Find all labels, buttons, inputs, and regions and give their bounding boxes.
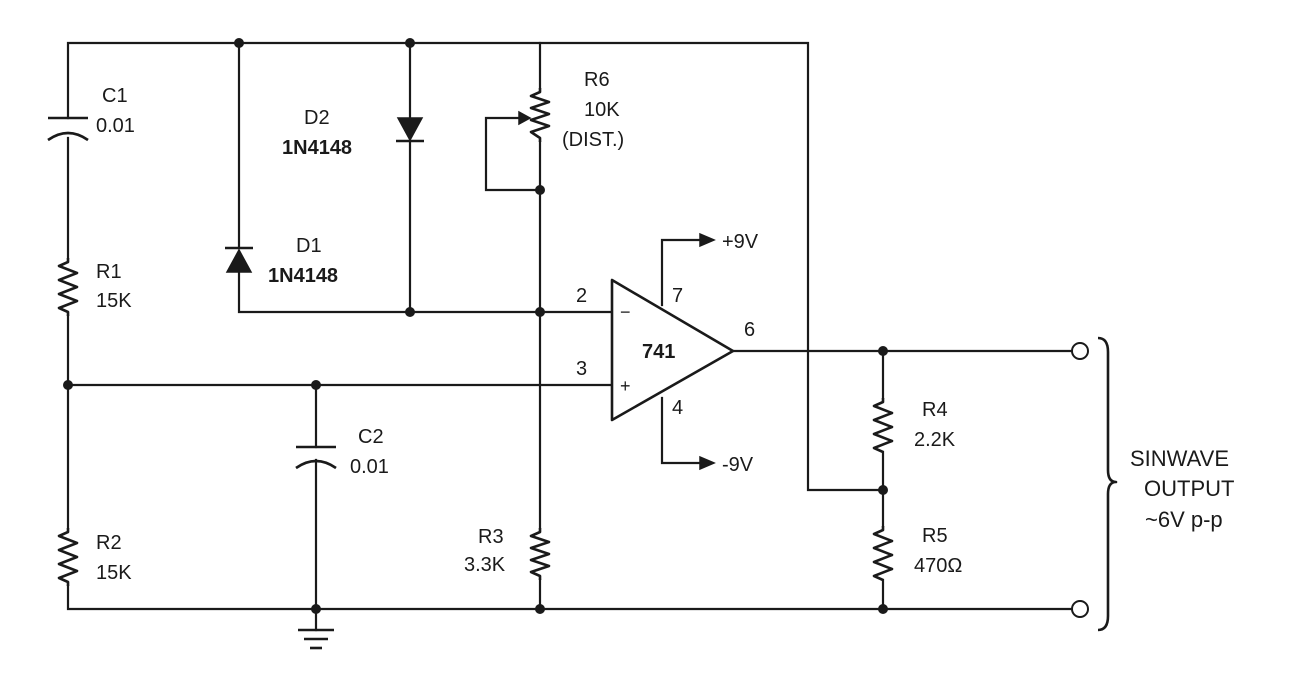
resistor-r3-symbol [529,528,551,580]
r1-ref-label: R1 [96,261,122,283]
pin-6-label: 6 [744,319,755,341]
junction-dot [535,185,545,195]
junctions [63,38,888,614]
opamp-part-label: 741 [642,341,675,363]
junction-dot [535,307,545,317]
pin-7-label: 7 [672,285,683,307]
pin-4-label: 4 [672,397,683,419]
output-brace-icon [1097,336,1118,632]
junction-dot [878,604,888,614]
d2-ref-label: D2 [304,107,330,129]
junction-dot [405,38,415,48]
wire-r2-bottom [66,584,1074,611]
ground-icon [298,628,334,650]
wire-vpos [660,238,704,307]
opamp-plus-sign: + [620,376,631,396]
c2-value-label: 0.01 [350,456,389,478]
r6-ref-label: R6 [584,69,610,91]
arrow-vpos-icon [699,232,716,248]
opamp-minus-sign: − [620,302,631,322]
resistor-r1-symbol [57,258,79,316]
capacitor-c1-symbol [47,116,89,142]
junction-dot [878,346,888,356]
diode-d2-symbol [396,117,424,143]
junction-dot [234,38,244,48]
c1-value-label: 0.01 [96,115,135,137]
junction-dot [63,380,73,390]
r6-value-label: 10K [584,99,620,121]
r4-ref-label: R4 [922,399,948,421]
capacitor-c2-symbol [295,445,337,470]
r1-value-label: 15K [96,290,132,312]
r3-ref-label: R3 [478,526,504,548]
junction-dot [311,380,321,390]
wire-r6-wiper [484,116,542,192]
output-terminal-top [1071,342,1089,360]
wire-vneg [660,396,704,465]
diode-d1-symbol [225,246,253,273]
resistor-r4-symbol [872,398,894,454]
supply-negative-label: -9V [722,454,754,476]
r5-ref-label: R5 [922,525,948,547]
r3-value-label: 3.3K [464,554,506,576]
c2-ref-label: C2 [358,426,384,448]
wires [66,41,1074,632]
r4-value-label: 2.2K [914,429,956,451]
arrow-vneg-icon [699,455,716,471]
opamp-triangle [610,278,735,422]
top-rail-wire [66,41,885,492]
pin-2-label: 2 [576,285,587,307]
d1-ref-label: D1 [296,235,322,257]
output-terminal-bottom [1071,600,1089,618]
wire-d1-bottom [237,270,614,314]
d2-part-label: 1N4148 [282,137,352,159]
pin-3-label: 3 [576,358,587,380]
output-label-line1: SINWAVE [1130,446,1229,471]
d1-part-label: 1N4148 [268,265,338,287]
output-label-line3: ~6V p-p [1145,507,1223,532]
r2-value-label: 15K [96,562,132,584]
supply-positive-label: +9V [722,231,759,253]
junction-dot [878,485,888,495]
r2-ref-label: R2 [96,532,122,554]
r5-value-label: 470Ω [914,555,962,577]
junction-dot [311,604,321,614]
output-label-line2: OUTPUT [1144,476,1234,501]
junction-dot [405,307,415,317]
potentiometer-r6-symbol [518,88,551,142]
junction-dot [535,604,545,614]
c1-ref-label: C1 [102,85,128,107]
resistor-r2-symbol [57,528,79,586]
r6-note-label: (DIST.) [562,129,624,151]
resistor-r5-symbol [872,526,894,582]
